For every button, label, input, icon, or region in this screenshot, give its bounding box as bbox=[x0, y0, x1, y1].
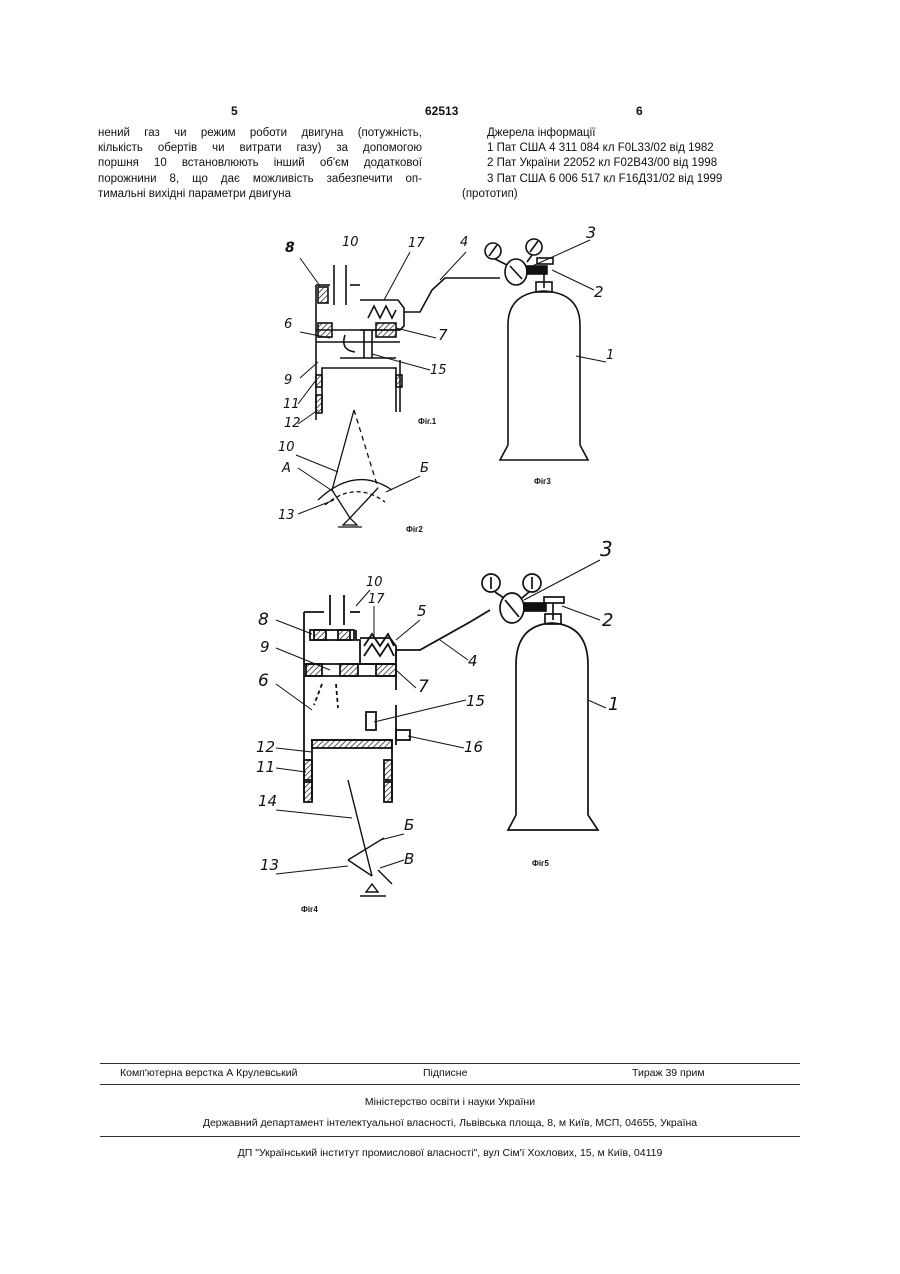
fig2-caption: Фіг2 bbox=[406, 525, 423, 534]
label-7: 7 bbox=[438, 326, 448, 344]
fig4-caption: Фіг4 bbox=[301, 905, 318, 914]
patent-figures: 10 17 4 3 8 2 6 7 9 15 1 11 12 10 А Б 13 bbox=[0, 0, 900, 930]
fig1-caption: Фіг.1 bbox=[418, 417, 437, 426]
footer-divider bbox=[100, 1136, 800, 1137]
label-17: 17 bbox=[368, 592, 385, 607]
label-A: А bbox=[281, 461, 291, 476]
label-4: 4 bbox=[460, 235, 468, 250]
label-4: 4 bbox=[468, 652, 478, 670]
label-3: 3 bbox=[600, 537, 613, 561]
label-6: 6 bbox=[284, 317, 292, 332]
label-7: 7 bbox=[418, 677, 429, 697]
footer-typesetter: Комп'ютерна верстка А Крулевський bbox=[120, 1067, 297, 1079]
label-1: 1 bbox=[606, 348, 614, 363]
label-8: 8 bbox=[258, 610, 269, 630]
label-16: 16 bbox=[464, 738, 483, 756]
label-9: 9 bbox=[284, 373, 292, 388]
label-B: Б bbox=[404, 816, 414, 834]
label-14: 14 bbox=[258, 792, 277, 810]
figure-4-engine bbox=[304, 595, 490, 802]
footer-signed: Підписне bbox=[423, 1067, 467, 1079]
footer-divider bbox=[100, 1084, 800, 1085]
label-5: 5 bbox=[417, 602, 427, 620]
footer-department: Державний департамент інтелектуальної вл… bbox=[0, 1117, 900, 1129]
label-2: 2 bbox=[594, 283, 604, 301]
label-2: 2 bbox=[602, 610, 613, 631]
label-B: Б bbox=[420, 461, 429, 476]
label-17: 17 bbox=[408, 236, 425, 251]
figure-1-engine bbox=[316, 265, 500, 420]
label-13: 13 bbox=[260, 856, 279, 874]
label-V: В bbox=[404, 850, 414, 868]
label-3: 3 bbox=[586, 223, 596, 242]
label-8: 8 bbox=[285, 240, 295, 256]
label-9: 9 bbox=[260, 638, 270, 656]
label-11: 11 bbox=[256, 758, 275, 776]
label-10: 10 bbox=[342, 235, 359, 250]
label-10: 10 bbox=[366, 575, 383, 590]
footer-ministry: Міністерство освіти і науки України bbox=[0, 1096, 900, 1108]
footer-circulation: Тираж 39 прим bbox=[632, 1067, 705, 1079]
label-10b: 10 bbox=[278, 440, 295, 455]
label-15: 15 bbox=[430, 363, 447, 378]
label-1: 1 bbox=[608, 694, 619, 715]
figure-3-gas-bottle bbox=[485, 239, 588, 460]
bottom-leader-lines bbox=[276, 560, 606, 874]
label-6: 6 bbox=[258, 671, 269, 691]
fig3-caption: Фіг3 bbox=[534, 477, 551, 486]
top-leader-lines bbox=[296, 240, 606, 514]
label-11: 11 bbox=[283, 397, 300, 412]
label-15: 15 bbox=[466, 692, 485, 710]
label-12: 12 bbox=[256, 738, 275, 756]
footer-institute: ДП "Український інститут промислової вла… bbox=[0, 1147, 900, 1159]
fig5-caption: Фіг5 bbox=[532, 859, 549, 868]
label-13: 13 bbox=[278, 508, 295, 523]
footer-divider bbox=[100, 1063, 800, 1064]
